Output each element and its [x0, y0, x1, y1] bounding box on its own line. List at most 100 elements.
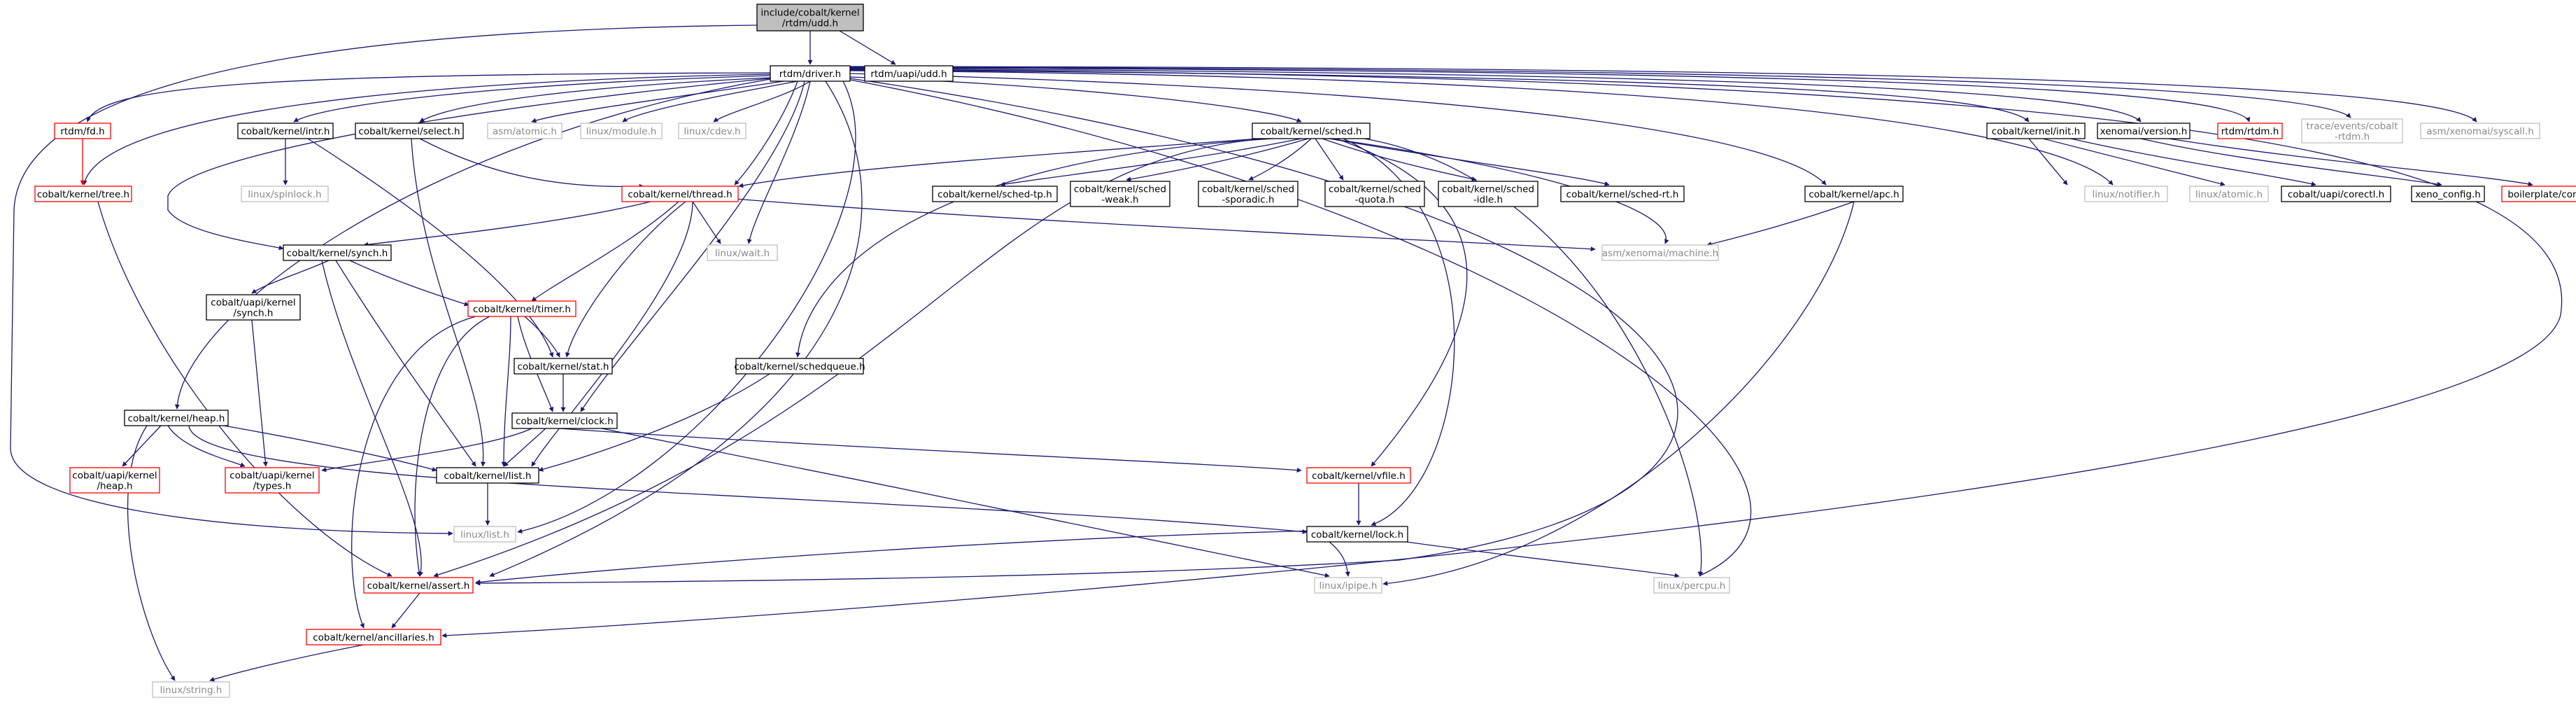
node-uapi_synch[interactable]: cobalt/uapi/kernel/synch.h: [206, 294, 301, 321]
dependency-edge: [734, 81, 798, 186]
node-select[interactable]: cobalt/kernel/select.h: [355, 123, 464, 139]
node-version[interactable]: xenomai/version.h: [2097, 123, 2191, 139]
node-box: [1198, 181, 1298, 207]
node-wait[interactable]: linux/wait.h: [707, 244, 778, 261]
node-cdev[interactable]: linux/cdev.h: [678, 123, 746, 139]
node-box: [932, 186, 1058, 202]
dependency-edge: [475, 530, 1316, 585]
node-sched[interactable]: cobalt/kernel/sched.h: [1252, 123, 1371, 139]
node-heap[interactable]: cobalt/kernel/heap.h: [124, 410, 229, 426]
node-box: [864, 65, 954, 82]
node-ipipe[interactable]: linux/ipipe.h: [1314, 577, 1382, 594]
node-notifier[interactable]: linux/notifier.h: [2084, 186, 2168, 202]
node-sched_idle[interactable]: cobalt/kernel/sched-idle.h: [1438, 181, 1538, 207]
node-stat[interactable]: cobalt/kernel/stat.h: [514, 358, 613, 375]
node-clock[interactable]: cobalt/kernel/clock.h: [511, 412, 618, 429]
node-list[interactable]: cobalt/kernel/list.h: [436, 467, 539, 484]
node-uapi_udd[interactable]: rtdm/uapi/udd.h: [864, 65, 954, 82]
node-compiler[interactable]: boilerplate/compiler.h: [2501, 186, 2576, 202]
dependency-edge: [433, 138, 1267, 578]
node-rtdm_rtdm[interactable]: rtdm/rtdm.h: [2217, 123, 2283, 139]
dependency-edge: [524, 316, 560, 358]
node-trace[interactable]: trace/events/cobalt-rtdm.h: [2301, 118, 2403, 144]
dependency-edge: [849, 68, 2142, 123]
node-lin_list[interactable]: linux/list.h: [453, 526, 516, 543]
node-vfile[interactable]: cobalt/kernel/vfile.h: [1306, 467, 1411, 484]
node-schedqueue[interactable]: cobalt/kernel/schedqueue.h: [734, 358, 865, 375]
node-sched_quota[interactable]: cobalt/kernel/sched-quota.h: [1324, 181, 1425, 207]
node-init[interactable]: cobalt/kernel/init.h: [1986, 123, 2086, 139]
node-box: [735, 358, 864, 375]
dependency-edge: [531, 201, 679, 302]
node-label: xeno_config.h: [2415, 189, 2481, 200]
dependency-edge: [335, 260, 476, 467]
node-apc[interactable]: cobalt/kernel/apc.h: [1804, 186, 1904, 202]
dependency-edge: [538, 373, 770, 472]
node-box: [1986, 123, 2086, 139]
node-syscall[interactable]: asm/xenomai/syscall.h: [2420, 123, 2540, 139]
node-lock[interactable]: cobalt/kernel/lock.h: [1306, 526, 1408, 543]
node-machine[interactable]: asm/xenomai/machine.h: [1601, 244, 1719, 261]
dependency-edge: [363, 201, 651, 247]
node-intr[interactable]: cobalt/kernel/intr.h: [237, 123, 334, 139]
node-percpu[interactable]: linux/percpu.h: [1653, 577, 1730, 594]
node-fd[interactable]: rtdm/fd.h: [54, 123, 111, 139]
node-string[interactable]: linux/string.h: [152, 681, 230, 698]
node-sched_tp[interactable]: cobalt/kernel/sched-tp.h: [932, 186, 1058, 202]
node-label: linux/cdev.h: [684, 126, 740, 137]
node-ancillaries[interactable]: cobalt/kernel/ancillaries.h: [306, 629, 441, 645]
node-xeno_config[interactable]: xeno_config.h: [2411, 186, 2485, 202]
dependency-edge: [223, 425, 437, 472]
node-sched_rt[interactable]: cobalt/kernel/sched-rt.h: [1560, 186, 1685, 202]
node-uapi_types[interactable]: cobalt/uapi/kernel/types.h: [225, 467, 320, 494]
node-module[interactable]: linux/module.h: [580, 123, 663, 139]
node-label: cobalt/kernel/sched: [1074, 184, 1166, 195]
node-corectl[interactable]: cobalt/uapi/corectl.h: [2281, 186, 2391, 202]
node-timer[interactable]: cobalt/kernel/timer.h: [467, 300, 576, 317]
node-label: cobalt/kernel/assert.h: [367, 580, 470, 592]
node-box: [707, 244, 778, 261]
node-box: [621, 186, 739, 202]
node-label: rtdm/driver.h: [779, 69, 841, 80]
dependency-edge: [174, 78, 771, 410]
dependency-edge: [503, 428, 546, 467]
node-box: [2189, 186, 2269, 202]
node-label: cobalt/kernel/sched: [1202, 184, 1294, 195]
dependency-edge: [746, 81, 811, 244]
node-box: [1252, 123, 1371, 139]
node-label: boilerplate/compiler.h: [2507, 189, 2576, 200]
node-lin_atomic[interactable]: linux/atomic.h: [2189, 186, 2269, 202]
node-box: [2097, 123, 2191, 139]
node-box: [2217, 123, 2283, 139]
dependency-edge: [580, 81, 805, 412]
node-box: [225, 467, 320, 494]
dependency-edge: [1000, 138, 1302, 187]
node-synch[interactable]: cobalt/kernel/synch.h: [283, 244, 392, 261]
dependency-edge: [1315, 138, 1344, 181]
node-uapi_heap[interactable]: cobalt/uapi/kernel/heap.h: [69, 467, 160, 494]
node-root[interactable]: include/cobalt/kernel/rtdm/udd.h: [756, 4, 864, 32]
dependency-edge: [1322, 138, 1477, 181]
node-label: asm/xenomai/syscall.h: [2426, 126, 2534, 137]
node-spinlock[interactable]: linux/spinlock.h: [241, 186, 329, 202]
node-tree[interactable]: cobalt/kernel/tree.h: [34, 186, 132, 202]
node-label: xenomai/version.h: [2100, 126, 2188, 137]
node-thread[interactable]: cobalt/kernel/thread.h: [621, 186, 739, 202]
node-box: [69, 467, 160, 494]
node-label: cobalt/kernel/select.h: [358, 126, 460, 137]
node-sched_sporadic[interactable]: cobalt/kernel/sched-sporadic.h: [1198, 181, 1298, 207]
dependency-edge: [734, 198, 1596, 252]
node-driver[interactable]: rtdm/driver.h: [770, 65, 851, 82]
node-asm_atomic[interactable]: asm/atomic.h: [487, 123, 562, 139]
node-label: cobalt/uapi/corectl.h: [2288, 189, 2384, 200]
node-label: linux/list.h: [460, 529, 509, 540]
node-assert[interactable]: cobalt/kernel/assert.h: [363, 577, 474, 594]
node-label: -weak.h: [1101, 195, 1138, 206]
node-label: cobalt/kernel/sched: [1329, 184, 1421, 195]
dependency-edge: [489, 81, 863, 577]
node-sched_weak[interactable]: cobalt/kernel/sched-weak.h: [1070, 181, 1170, 207]
node-box: [453, 526, 516, 543]
dependency-edge: [849, 79, 1752, 577]
node-box: [1438, 181, 1538, 207]
node-box: [283, 244, 392, 261]
